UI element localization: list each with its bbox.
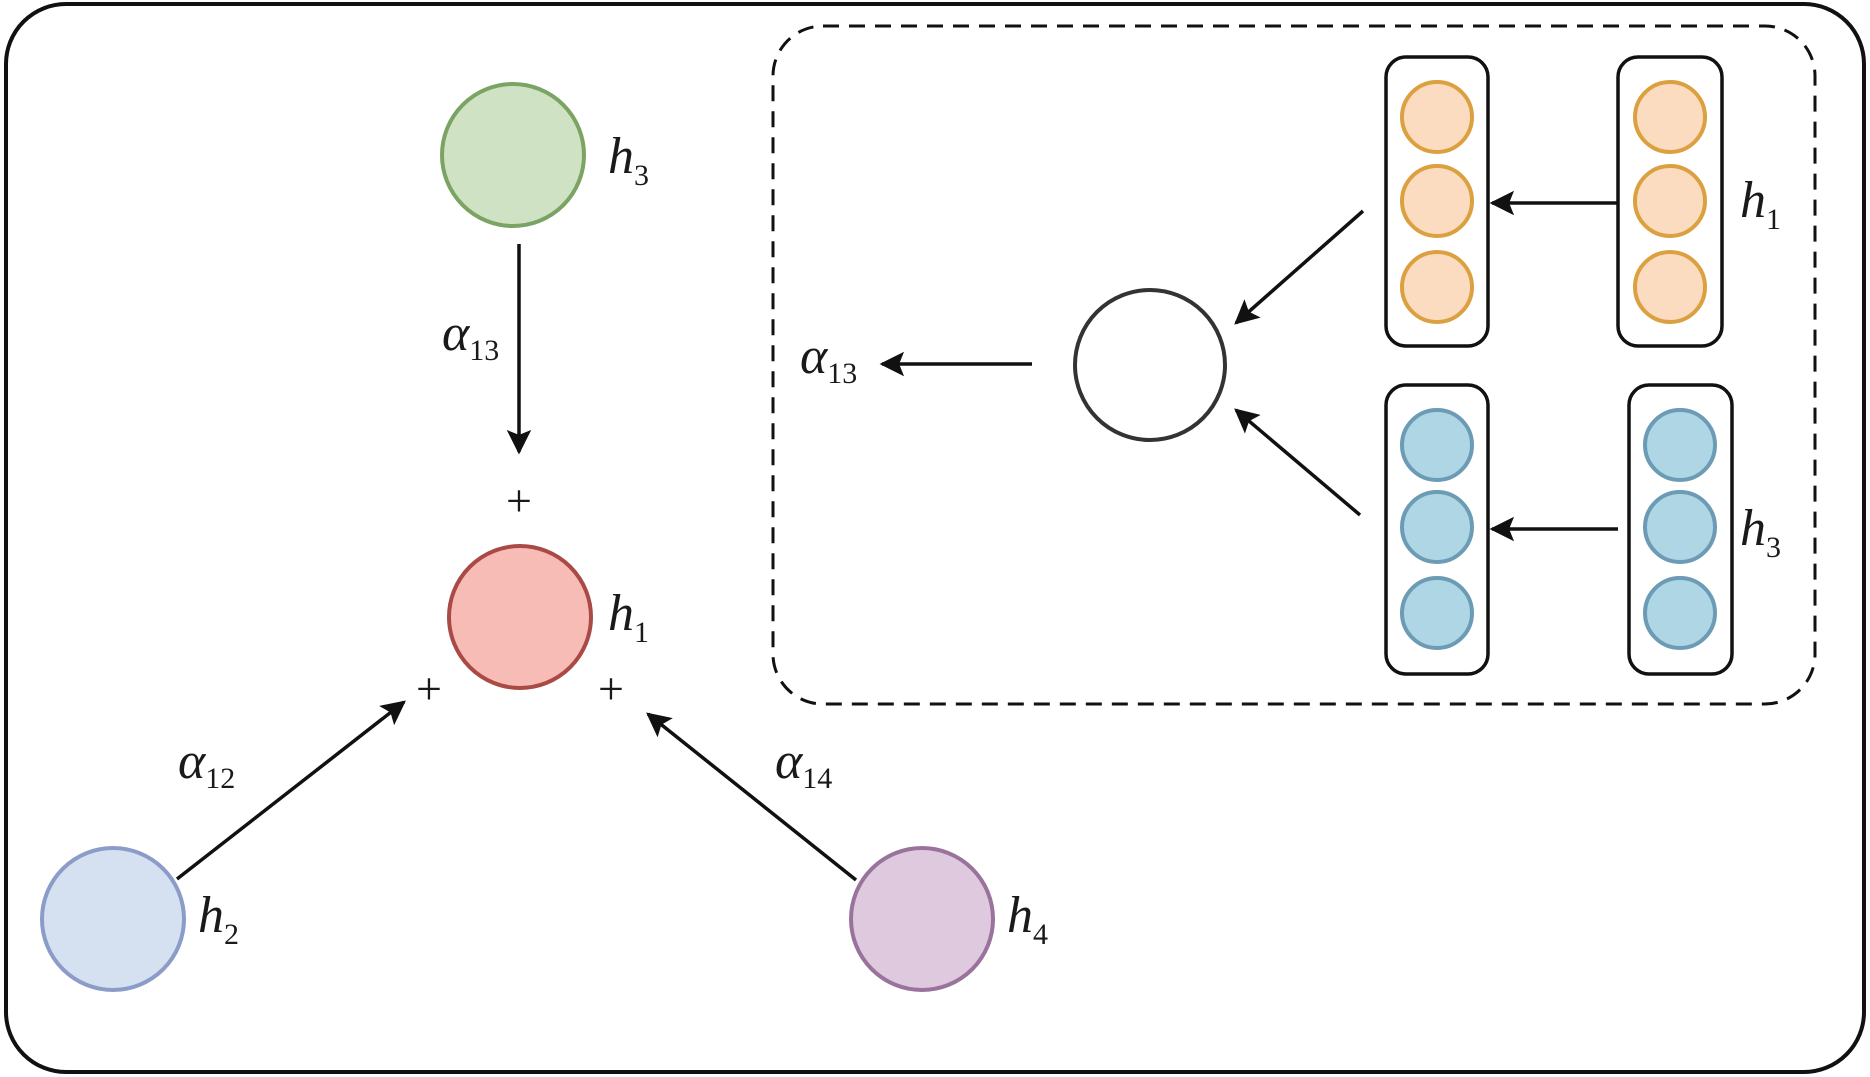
label-h4: h4 bbox=[1007, 887, 1048, 951]
vector-h3-transformed-unit-3 bbox=[1400, 576, 1474, 650]
inset-label-h3: h3 bbox=[1740, 500, 1781, 564]
plus-sign-top: + bbox=[506, 475, 532, 526]
node-h3 bbox=[440, 82, 586, 228]
attention-inset-box bbox=[771, 24, 1817, 706]
vector-h3-input-unit-1 bbox=[1643, 408, 1717, 482]
label-h2: h2 bbox=[198, 887, 239, 951]
vector-h3-input-unit-2 bbox=[1643, 490, 1717, 564]
label-h3: h3 bbox=[608, 128, 649, 192]
edge-h2-h1 bbox=[175, 700, 406, 881]
node-h4 bbox=[849, 846, 995, 992]
vector-units-h3-transformed bbox=[1400, 408, 1474, 650]
plus-sign-left: + bbox=[416, 663, 442, 714]
arrow-h1-vector-to-score bbox=[1234, 209, 1365, 325]
plus-sign-right: + bbox=[598, 663, 624, 714]
outer-frame bbox=[4, 2, 1866, 1074]
vector-units-h1-transformed bbox=[1400, 80, 1474, 324]
attention-scoring-node bbox=[1073, 288, 1227, 442]
vector-h3-transformed-unit-1 bbox=[1400, 408, 1474, 482]
inset-output-alpha13: α13 bbox=[800, 328, 857, 390]
weight-label-alpha13: α13 bbox=[442, 305, 499, 367]
label-h1: h1 bbox=[608, 585, 649, 649]
arrow-h3-vector-to-score bbox=[1234, 408, 1362, 517]
vector-h1-transformed-unit-3 bbox=[1400, 250, 1474, 324]
vector-h1-transformed-unit-1 bbox=[1400, 80, 1474, 154]
vector-h3-input-unit-3 bbox=[1643, 576, 1717, 650]
main-graph: + + + h3 h1 h2 h4 α13 α12 α14 bbox=[40, 82, 1048, 992]
vector-box-h1-transformed bbox=[1384, 55, 1490, 348]
vector-box-h3-transformed bbox=[1384, 383, 1490, 676]
vector-h1-input-unit-1 bbox=[1633, 80, 1707, 154]
vector-h1-transformed-unit-2 bbox=[1400, 164, 1474, 238]
vector-h3-transformed-unit-2 bbox=[1400, 490, 1474, 564]
edge-h4-h1 bbox=[646, 712, 858, 882]
vector-h1-input-unit-2 bbox=[1633, 164, 1707, 238]
weight-label-alpha12: α12 bbox=[178, 733, 235, 795]
node-h2 bbox=[40, 846, 186, 992]
inset-label-h1: h1 bbox=[1740, 172, 1781, 236]
node-h1 bbox=[447, 544, 593, 690]
weight-label-alpha14: α14 bbox=[775, 733, 832, 795]
attention-inset: α13 h1 h3 bbox=[800, 55, 1781, 676]
vector-units-h3-input bbox=[1643, 408, 1717, 650]
vector-units-h1-input bbox=[1633, 80, 1707, 324]
vector-box-h3-input bbox=[1627, 383, 1734, 676]
vector-h1-input-unit-3 bbox=[1633, 250, 1707, 324]
